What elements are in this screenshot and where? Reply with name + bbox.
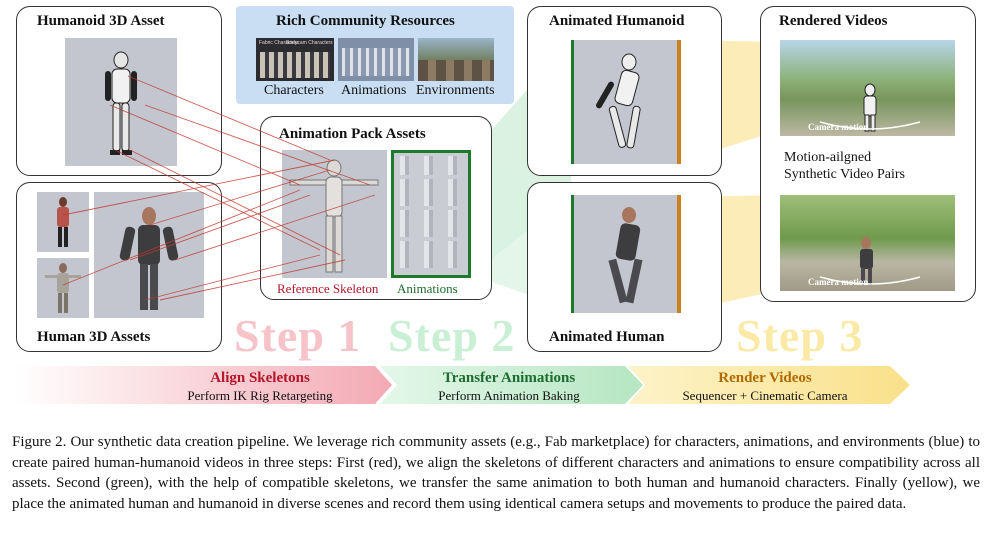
align-line bbox=[114, 149, 321, 251]
align-skeletons-subtitle: Perform IK Rig Retargeting bbox=[187, 388, 333, 403]
step-3-label: Step 3 bbox=[736, 310, 864, 361]
arrow-render-videos bbox=[628, 366, 910, 404]
transfer-animations-subtitle: Perform Animation Baking bbox=[438, 388, 580, 403]
human-assets-title: Human 3D Assets bbox=[37, 329, 151, 345]
animations-label-green: Animations bbox=[397, 281, 458, 296]
figure-caption: Figure 2. Our synthetic data creation pi… bbox=[12, 434, 980, 512]
align-skeletons-title: Align Skeletons bbox=[210, 370, 310, 386]
render-videos-text: Render Videos Sequencer + Cinematic Came… bbox=[660, 370, 870, 404]
animated-humanoid-title: Animated Humanoid bbox=[549, 13, 685, 29]
community-resources-title: Rich Community Resources bbox=[276, 13, 455, 29]
render-videos-title: Render Videos bbox=[718, 370, 812, 386]
reference-skeleton-label: Reference Skeleton bbox=[277, 281, 379, 296]
human-asset-small-1 bbox=[37, 192, 89, 252]
arrow-transfer-animations bbox=[380, 366, 643, 404]
animations-label: Animations bbox=[341, 83, 407, 98]
humanoid-robot-figure bbox=[105, 51, 137, 155]
align-line bbox=[174, 194, 376, 261]
rendered-human-frame: Camera motion bbox=[780, 195, 955, 291]
align-line bbox=[127, 75, 331, 161]
motion-aligned-line2: Synthetic Video Pairs bbox=[784, 167, 906, 182]
align-line bbox=[129, 194, 311, 261]
align-line bbox=[149, 169, 331, 226]
reference-skeleton-image bbox=[282, 150, 387, 278]
camera-motion-label-1: Camera motion bbox=[808, 122, 869, 132]
transfer-animations-title: Transfer Animations bbox=[442, 370, 576, 386]
motion-aligned-line1: Motion-ailgned bbox=[784, 150, 872, 165]
animated-human-image bbox=[571, 195, 681, 313]
align-line bbox=[62, 189, 301, 286]
transfer-animations-text: Transfer Animations Perform Animation Ba… bbox=[404, 370, 614, 404]
align-line bbox=[159, 259, 346, 301]
align-line bbox=[109, 104, 301, 186]
environments-thumbnail bbox=[418, 38, 494, 81]
camera-motion-label-2: Camera motion bbox=[808, 277, 869, 287]
arrow-align-skeletons bbox=[14, 366, 392, 404]
step-1-label: Step 1 bbox=[234, 310, 362, 361]
characters-label: Characters bbox=[264, 83, 324, 98]
animated-human-title: Animated Human bbox=[549, 329, 665, 345]
thumbnail-text-1: Fabric Characters bbox=[259, 40, 299, 46]
characters-thumbnail: Fabric Characters Bodycam Characters bbox=[256, 38, 334, 81]
human-asset-small-2 bbox=[37, 258, 89, 318]
animated-humanoid-image bbox=[571, 40, 681, 164]
align-line bbox=[129, 149, 341, 256]
animations-thumbnail bbox=[338, 38, 414, 81]
align-skeletons-text: Align Skeletons Perform IK Rig Retargeti… bbox=[160, 370, 360, 404]
environments-label: Environments bbox=[416, 83, 495, 98]
rendered-humanoid-frame: Camera motion bbox=[780, 40, 955, 136]
step-2-label: Step 2 bbox=[388, 310, 516, 361]
animation-pack-title: Animation Pack Assets bbox=[279, 126, 426, 142]
align-line bbox=[144, 104, 371, 186]
human-asset-large bbox=[94, 192, 204, 318]
rendered-videos-title: Rendered Videos bbox=[779, 13, 888, 29]
humanoid-asset-image bbox=[65, 38, 177, 166]
render-videos-subtitle: Sequencer + Cinematic Camera bbox=[682, 388, 848, 403]
thumbnail-text-2: Bodycam Characters bbox=[286, 40, 333, 46]
humanoid-asset-title: Humanoid 3D Asset bbox=[37, 13, 165, 29]
animations-thumbnail-grid bbox=[391, 150, 471, 278]
align-line bbox=[144, 254, 321, 301]
align-line bbox=[62, 159, 336, 216]
